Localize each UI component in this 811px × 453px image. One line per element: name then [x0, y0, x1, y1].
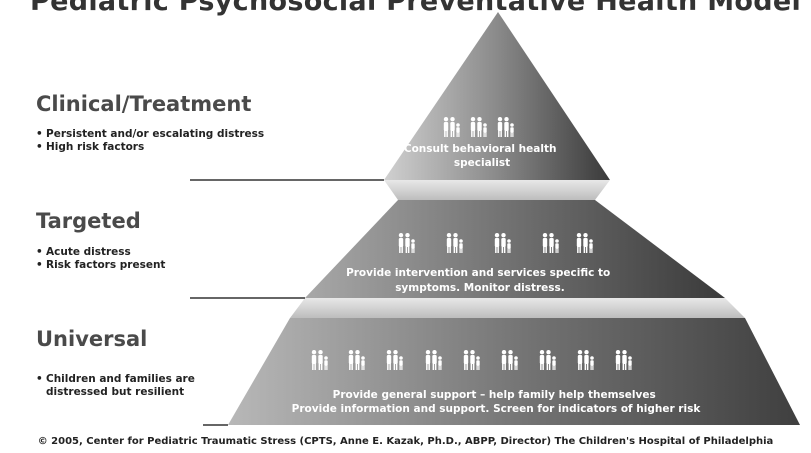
diagram-title: Pediatric Psychosocial Preventative Heal… — [30, 0, 802, 17]
bullet-item: Acute distress — [36, 246, 165, 259]
clinical-tier-text: Consult behavioral health specialist — [404, 143, 560, 169]
pyramid-tier-targeted — [305, 200, 725, 298]
heading-clinical-treatment: Clinical/Treatment — [36, 92, 252, 116]
bullets-targeted: Acute distress Risk factors present — [36, 246, 165, 272]
heading-targeted: Targeted — [36, 209, 141, 233]
bullet-item: Persistent and/or escalating distress — [36, 128, 264, 141]
pyramid-tier-clinical — [384, 12, 610, 180]
universal-tier-text: Provide general support – help family he… — [292, 389, 702, 415]
pyramid-tier-universal — [228, 318, 800, 425]
heading-universal: Universal — [36, 327, 148, 351]
bullets-clinical: Persistent and/or escalating distress Hi… — [36, 128, 264, 154]
band-top — [384, 180, 610, 200]
bullet-item: High risk factors — [36, 141, 264, 154]
targeted-tier-text: Provide intervention and services specif… — [346, 267, 614, 294]
bullet-item: Risk factors present — [36, 259, 165, 272]
band-bottom — [290, 298, 745, 318]
copyright-footer: © 2005, Center for Pediatric Traumatic S… — [37, 436, 774, 447]
